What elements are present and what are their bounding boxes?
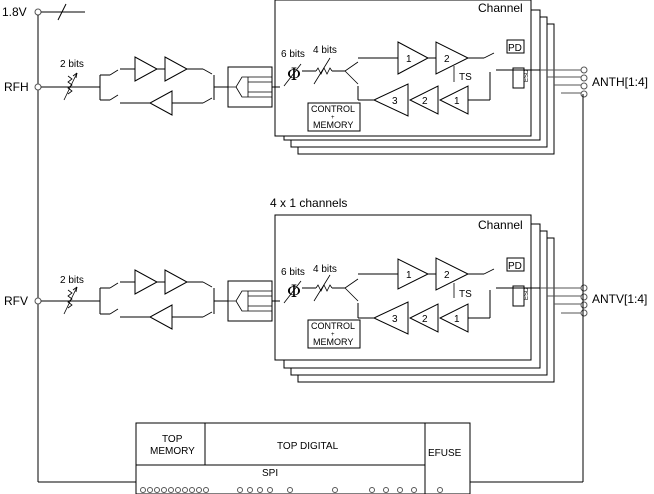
- control-label: CONTROL: [311, 321, 355, 331]
- rfh-port-label: RFH: [4, 80, 29, 94]
- tx-amplifier-1: [397, 258, 430, 290]
- tx-amplifier-2: [435, 41, 470, 75]
- gain-bits-label: 4 bits: [313, 45, 337, 56]
- ts-label: TS: [459, 72, 472, 83]
- memory-label: MEMORY: [313, 120, 353, 130]
- rfv-chain: 4 x 1 channels RFV 2 bits: [4, 196, 647, 383]
- rx-amplifier-3: [372, 83, 409, 117]
- antv-label: ANTV[1:4]: [592, 292, 647, 306]
- control-memory-box: [307, 319, 361, 349]
- channel-stack: Channel: [274, 214, 555, 383]
- rfv-port-label: RFV: [4, 294, 28, 308]
- amp-label: 2: [422, 314, 428, 325]
- supply-label: 1.8V: [2, 5, 27, 19]
- amplifier-icon: [134, 269, 159, 295]
- top-memory-line1: TOP: [162, 434, 183, 445]
- antenna-fanout: [540, 66, 588, 98]
- port-circle-icon: [580, 284, 588, 292]
- rfh-chain: RFH 2 bits: [4, 0, 648, 155]
- top-digital-label: TOP DIGITAL: [277, 441, 339, 452]
- splitter-block: [227, 66, 273, 108]
- control-plus: +: [331, 332, 335, 338]
- amplifier-icon: [134, 56, 159, 82]
- variable-attenuator-icon: [302, 274, 333, 302]
- rx-amplifier-3: [372, 301, 409, 335]
- switch-icon: [344, 61, 359, 85]
- rx-amplifier-1: [438, 303, 469, 333]
- amp-label: 1: [406, 270, 412, 281]
- amp-label: 1: [406, 54, 412, 65]
- amp-label: 1: [454, 96, 460, 107]
- amp-label: 1: [454, 314, 460, 325]
- rfh-attenuator-bits: 2 bits: [60, 59, 84, 70]
- port-circle-icon: [580, 90, 588, 98]
- gain-bits-label: 4 bits: [313, 264, 337, 275]
- rfh-port-icon: [34, 83, 42, 91]
- amplifier-icon: [148, 304, 173, 330]
- pd-box: [506, 257, 525, 272]
- control-label: CONTROL: [311, 104, 355, 114]
- amp-label: 2: [444, 270, 450, 281]
- switch-icon: [344, 278, 359, 302]
- esd-box: [512, 67, 525, 89]
- port-circle-icon: [580, 293, 588, 301]
- port-circle-icon: [580, 82, 588, 90]
- supply-rail: 1.8V: [2, 3, 136, 483]
- tx-amplifier-2: [435, 257, 470, 291]
- anth-label: ANTH[1:4]: [592, 75, 648, 89]
- rfv-attenuator-bits: 2 bits: [60, 275, 84, 286]
- amp-label: 2: [422, 96, 428, 107]
- amplifier-icon: [164, 269, 189, 295]
- rx-amplifier-1: [438, 85, 469, 115]
- phase-bits-label: 6 bits: [281, 49, 305, 60]
- channel-label: Channel: [478, 1, 523, 15]
- esd-box: [512, 285, 525, 307]
- amplifier-icon: [164, 56, 189, 82]
- amplifier-icon: [148, 90, 173, 116]
- port-circle-icon: [580, 301, 588, 309]
- control-plus: +: [331, 115, 335, 121]
- digital-block: TOP MEMORY TOP DIGITAL EFUSE SPI: [135, 422, 471, 494]
- amp-label: 3: [392, 314, 398, 325]
- port-circle-icon: [580, 309, 588, 317]
- spi-label: SPI: [262, 468, 278, 479]
- pd-label: PD: [508, 43, 522, 54]
- ts-label: TS: [459, 289, 472, 300]
- variable-attenuator-icon: [63, 286, 78, 315]
- amp-label: 2: [444, 54, 450, 65]
- port-circle-icon: [580, 66, 588, 74]
- rx-amplifier-2: [408, 303, 439, 333]
- esd-label: ESD: [524, 287, 530, 300]
- amp-label: 3: [392, 96, 398, 107]
- rx-amplifier-2: [408, 85, 439, 115]
- digital-pins: [140, 487, 443, 493]
- phase-shifter-icon: Φ: [287, 282, 301, 302]
- esd-label: ESD: [524, 69, 530, 82]
- phase-shifter-icon: Φ: [287, 65, 301, 85]
- tx-amplifier-1: [397, 41, 430, 75]
- variable-attenuator-icon: [63, 72, 78, 101]
- phase-bits-label: 6 bits: [281, 267, 305, 278]
- rfv-port-icon: [34, 297, 42, 305]
- pd-label: PD: [508, 261, 522, 272]
- top-memory-line2: MEMORY: [150, 446, 195, 457]
- control-memory-box: [307, 102, 361, 132]
- variable-attenuator-icon: [302, 57, 333, 85]
- memory-label: MEMORY: [313, 337, 353, 347]
- supply-port-icon: [34, 8, 42, 16]
- port-circle-icon: [580, 74, 588, 82]
- bidirectional-amplifier-block: [99, 56, 228, 116]
- efuse-label: EFUSE: [428, 448, 462, 459]
- splitter-block: [227, 280, 273, 322]
- pd-box: [506, 39, 525, 54]
- group-label: 4 x 1 channels: [270, 196, 347, 210]
- bidirectional-amplifier-block: [99, 269, 228, 330]
- channel-label: Channel: [478, 218, 523, 232]
